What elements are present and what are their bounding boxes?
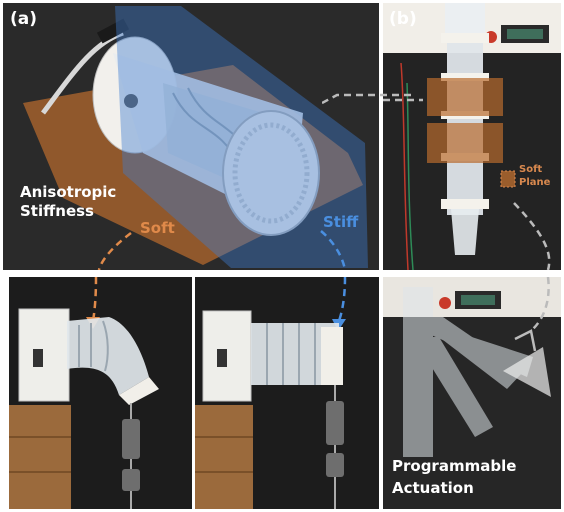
soft-arrow — [97, 232, 132, 270]
anisotropic-actuator-render — [23, 6, 368, 270]
soft-label: Soft — [140, 219, 175, 237]
programmable-title-line2: Actuation — [392, 479, 474, 497]
anisotropic-title-line1: Anisotropic — [20, 183, 117, 201]
panel-b-bottom: Programmable Actuation — [383, 277, 561, 509]
stiff-label: Stiff — [323, 213, 359, 231]
actuator-exposures — [403, 287, 533, 457]
wood-block — [9, 405, 71, 509]
panel-b-top: (b) Soft Plane — [383, 3, 561, 270]
wood-block — [195, 405, 253, 509]
panel-a-bottom-left — [9, 277, 192, 509]
soft-plane-marker — [427, 123, 503, 163]
soft-plane-legend-swatch — [500, 170, 516, 188]
panel-b-letter: (b) — [389, 9, 417, 29]
panel-a-top: (a) Anisotropic Stiffness Soft Stiff — [3, 3, 379, 270]
soft-plane-label-line1: Soft — [519, 164, 543, 175]
weight — [122, 419, 140, 459]
stiff-straight-photo — [195, 277, 347, 509]
stiff-plane — [115, 6, 368, 268]
segmented-actuator-photo — [383, 3, 561, 270]
actuator-body — [92, 36, 320, 236]
connector-line — [513, 202, 551, 270]
soft-plane-marker — [427, 78, 503, 116]
cross-panel-connector — [322, 93, 412, 105]
programmable-title-line1: Programmable — [392, 457, 517, 475]
panel-a-bottom-right — [195, 277, 379, 509]
weight — [326, 401, 344, 445]
anisotropic-title-line2: Stiffness — [20, 202, 94, 220]
soft-bending-photo — [9, 277, 159, 509]
stiff-arrow — [320, 230, 347, 270]
soft-plane-label-line2: Plane — [519, 177, 551, 188]
panel-a-letter: (a) — [10, 9, 38, 29]
programmable-actuation-photo — [383, 277, 561, 457]
